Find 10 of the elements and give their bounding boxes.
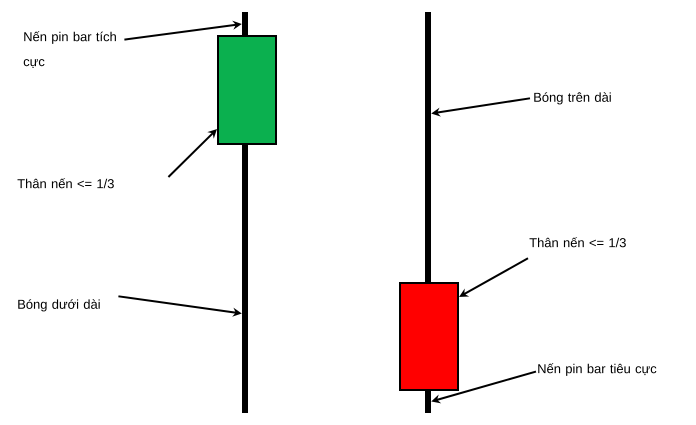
- callout-text: Thân nến <= 1/3: [18, 178, 114, 188]
- callout-text: Nến pin bar tích cực: [24, 31, 116, 68]
- callout-text: Bóng dưới dài: [18, 299, 100, 312]
- candle-body: [217, 35, 277, 145]
- candle-wick: [425, 390, 431, 413]
- callout-text: Nến pin bar tiêu cực: [538, 363, 656, 376]
- candle-body: [399, 282, 459, 391]
- arrow: [168, 129, 217, 178]
- callout-text: Bóng trên dài: [534, 92, 611, 104]
- callout-text: Thân nến <= 1/3: [530, 237, 626, 248]
